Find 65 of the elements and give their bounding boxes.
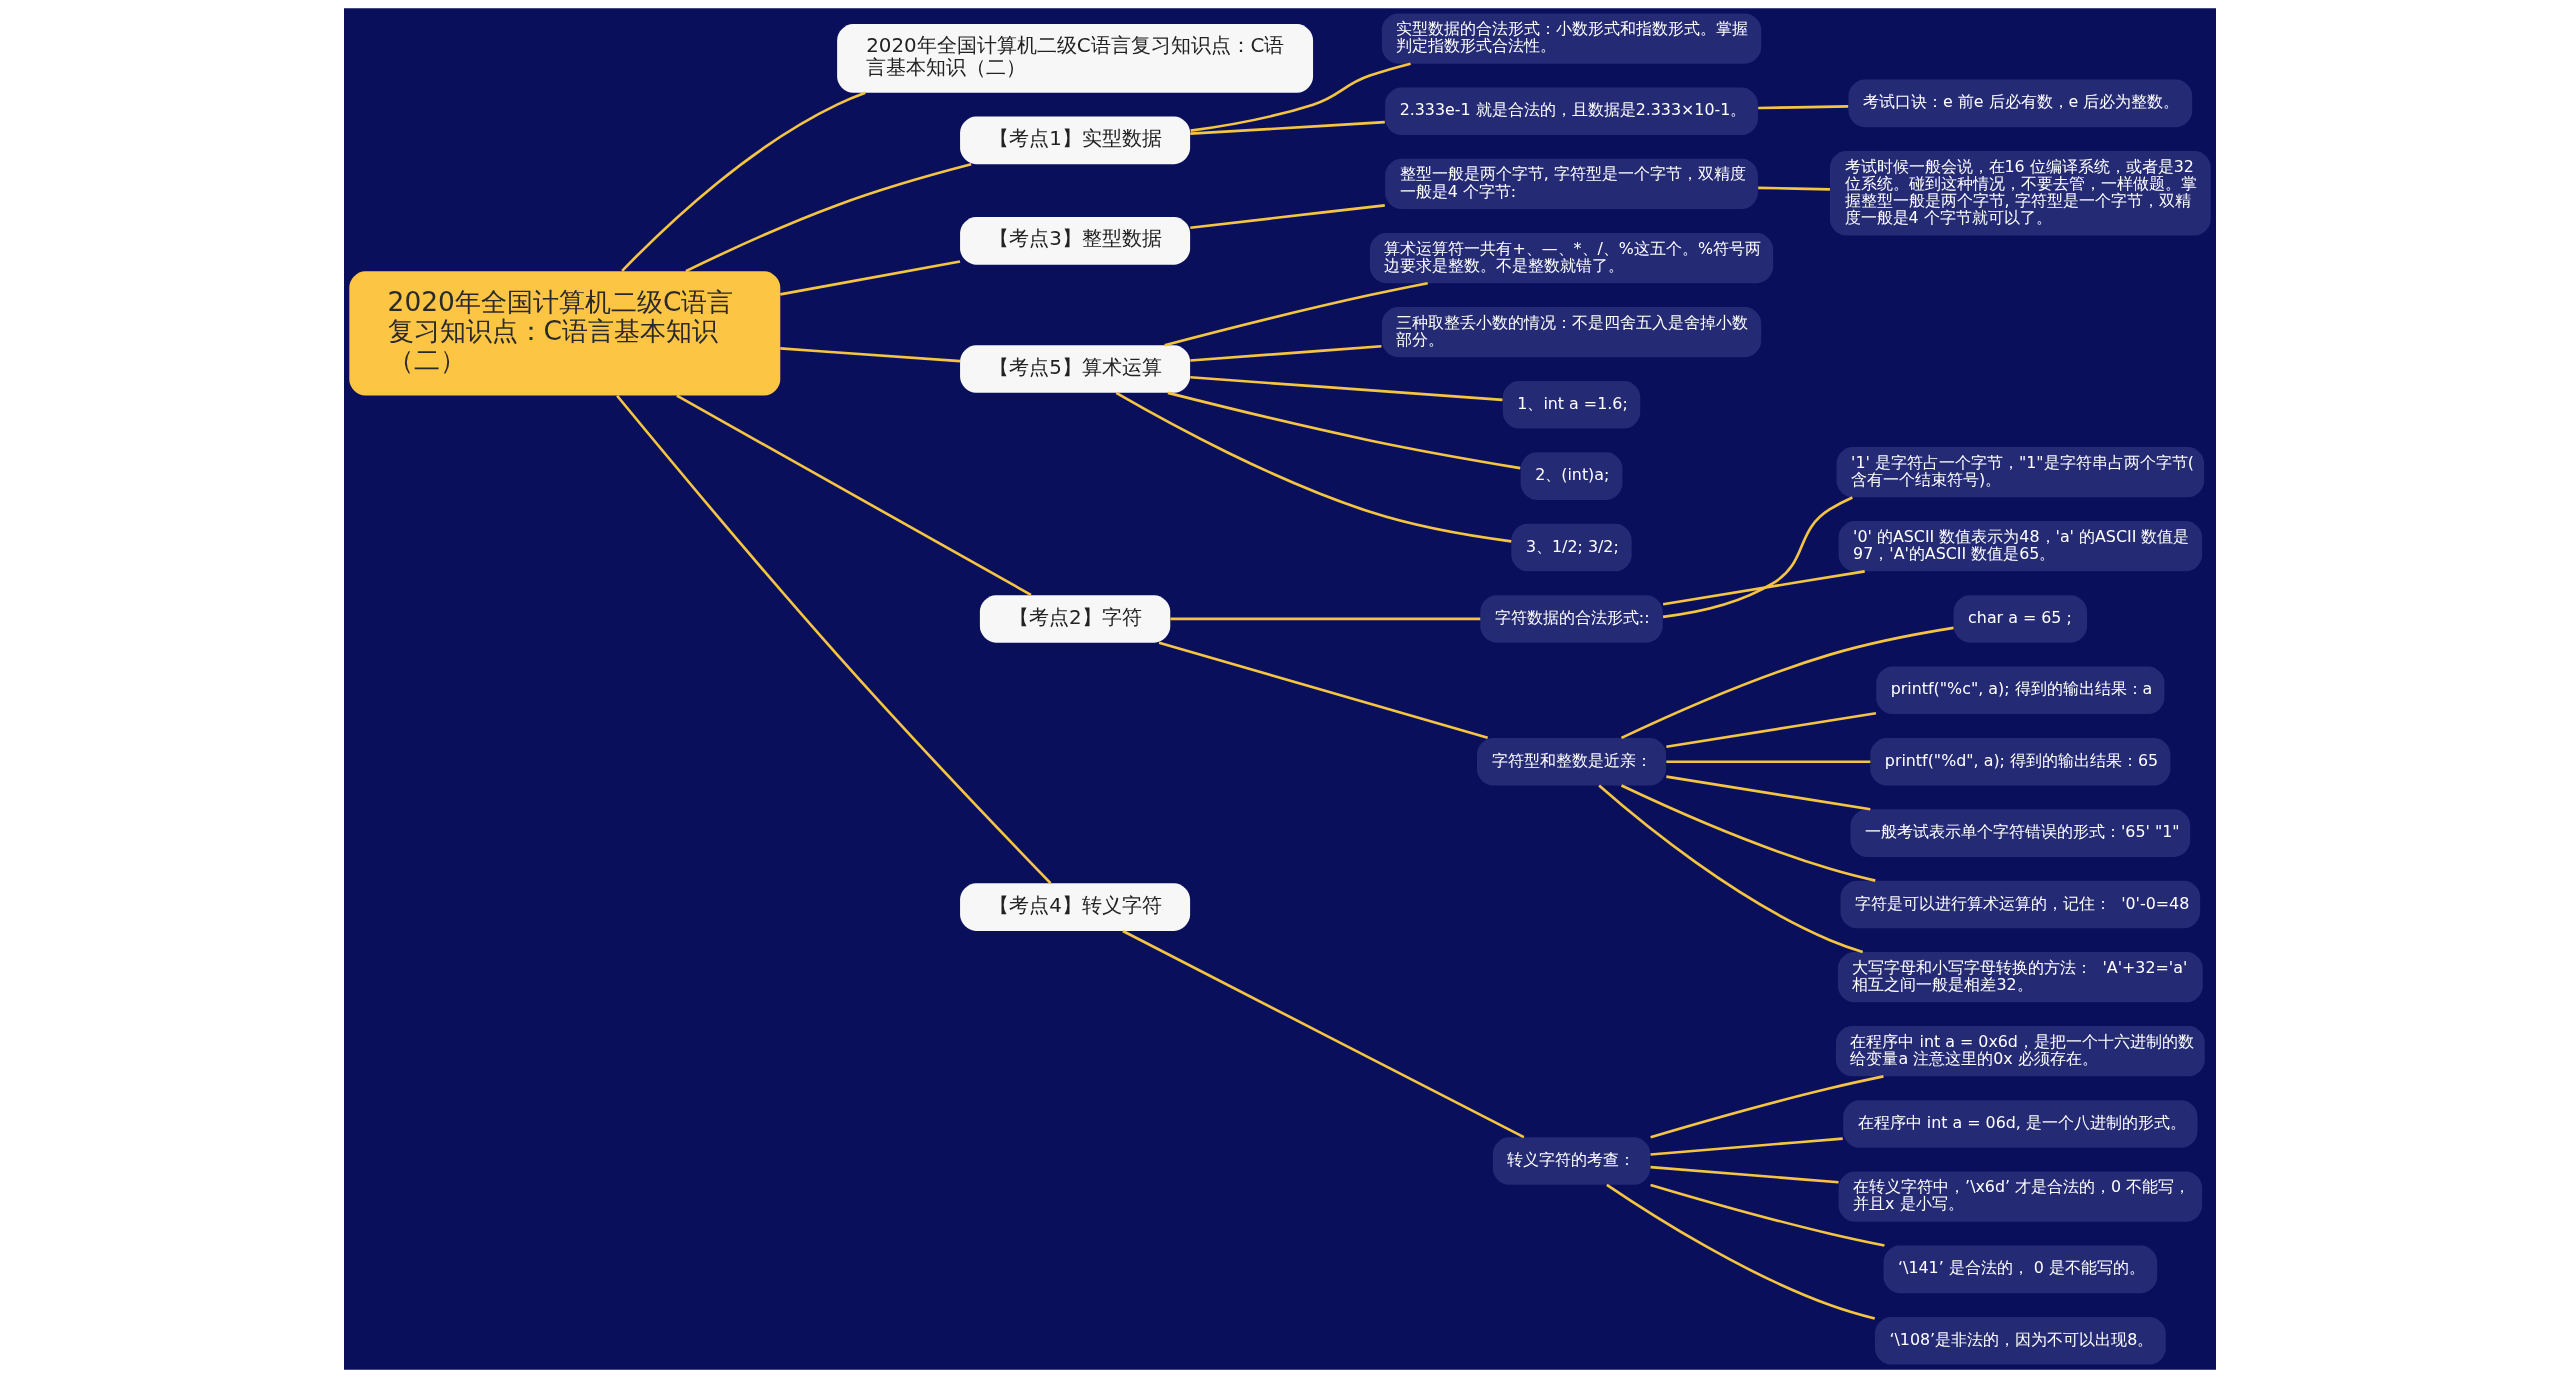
node-box: ‘\108’是非法的，因为不可以出现8。 xyxy=(1874,1316,2166,1365)
node-box: 在程序中 int a = 06d, 是一个八进制的形式。 xyxy=(1843,1100,2198,1148)
connector xyxy=(685,163,972,273)
connector xyxy=(1666,711,1877,749)
connector xyxy=(1606,1183,1876,1320)
connector xyxy=(1164,281,1428,347)
node-box: ‘\141’ 是合法的， 0 是不能写的。 xyxy=(1883,1245,2158,1294)
node-box: 2.333e-1 就是合法的，且数据是2.333×10-1。 xyxy=(1385,87,1758,136)
connector xyxy=(780,347,961,363)
node-box: 在转义字符中，’\x6d’ 才是合法的，0 不能写，并且x 是小写。 xyxy=(1838,1171,2203,1222)
connector xyxy=(1190,344,1382,362)
connector xyxy=(1190,376,1503,402)
connector xyxy=(1122,929,1525,1139)
node-box: 考试口诀：e 前e 后必有数，e 后必为整数。 xyxy=(1848,79,2193,128)
node-box: 1、int a =1.6; xyxy=(1502,380,1641,429)
node-box: 【考点5】算术运算 xyxy=(960,345,1191,393)
node-box: 字符是可以进行算术运算的，记住： '0'-0=48 xyxy=(1840,880,2201,929)
node-box: 转义字符的考查： xyxy=(1492,1137,1651,1185)
connector xyxy=(616,394,1052,885)
node-box: 实型数据的合法形式：小数形式和指数形式。掌握判定指数形式合法性。 xyxy=(1381,13,1762,64)
connector xyxy=(1170,617,1481,621)
node-box: 【考点4】转义字符 xyxy=(960,883,1191,931)
node-box: 三种取整丢小数的情况：不是四舍五入是舍掉小数部分。 xyxy=(1381,306,1762,358)
connector xyxy=(1650,1183,1885,1247)
node-box: char a = 65 ; xyxy=(1953,595,2088,643)
node-box: '0' 的ASCII 数值表示为48，'a' 的ASCII 数值是97，'A'的ASCII 数值是65。 xyxy=(1838,521,2203,572)
node-box: 在程序中 int a = 0x6d，是把一个十六进制的数给变量a 注意这里的0x 必须存在。 xyxy=(1835,1026,2205,1077)
connector xyxy=(1758,105,1849,110)
connector xyxy=(1190,204,1385,230)
connector xyxy=(1650,1075,1884,1139)
node-box: 字符数据的合法形式:: xyxy=(1480,595,1663,643)
node-box: printf("%d", a); 得到的输出结果：65 xyxy=(1870,737,2171,786)
node-box: 考试时候一般会说，在16 位编译系统，或者是32 位系统。碰到这种情况，不要去管，一样做题。掌握整型一般是两个字节, 字符型是一个字节，双精度一般是4 个字节就可以了。 xyxy=(1829,150,2211,236)
connector xyxy=(780,260,961,296)
connector xyxy=(1190,62,1411,132)
node-box: 算术运算符一共有+、—、*、/、%这五个。%符号两边要求是整数。不是整数就错了。 xyxy=(1369,232,1774,284)
connector xyxy=(1662,570,1865,606)
node-box: 【考点2】字符 xyxy=(979,595,1171,643)
node-box: 2、(int)a; xyxy=(1520,452,1623,500)
node-box: 2020年全国计算机二级C语言复习知识点：C语言基本知识（二） xyxy=(837,24,1314,93)
node-box: 【考点3】整型数据 xyxy=(960,217,1191,265)
connector xyxy=(1650,1137,1843,1156)
connector xyxy=(1650,1165,1839,1184)
connector xyxy=(1167,391,1521,470)
node-box: 【考点1】实型数据 xyxy=(960,116,1191,165)
node-box: 3、1/2; 3/2; xyxy=(1511,523,1632,572)
node-box: '1' 是字符占一个字节，"1"是字符串占两个字节(含有一个结束符号)。 xyxy=(1836,447,2205,498)
connector xyxy=(1662,496,1853,619)
node-box: 整型一般是两个字节, 字符型是一个字节，双精度一般是4 个字节: xyxy=(1385,158,1758,210)
node-box: 一般考试表示单个字符错误的形式：'65' "1" xyxy=(1850,809,2191,857)
connector xyxy=(1190,120,1385,135)
connector xyxy=(1758,186,1830,191)
connector xyxy=(676,394,1032,596)
connector xyxy=(1598,784,1864,954)
connector xyxy=(1158,641,1489,740)
connector xyxy=(1620,626,1954,740)
connector xyxy=(1666,775,1871,811)
node-box: 2020年全国计算机二级C语言复习知识点：C语言基本知识（二） xyxy=(349,271,781,396)
connector xyxy=(1115,391,1512,543)
node-box: printf("%c", a); 得到的输出结果：a xyxy=(1876,666,2165,715)
node-box: 字符型和整数是近亲： xyxy=(1477,737,1667,786)
connector xyxy=(621,91,866,272)
node-box: 大写字母和小写字母转换的方法： 'A'+32='a' 相互之间一般是相差32。 xyxy=(1837,952,2203,1003)
connector xyxy=(1666,760,1871,764)
connector xyxy=(1620,784,1876,882)
